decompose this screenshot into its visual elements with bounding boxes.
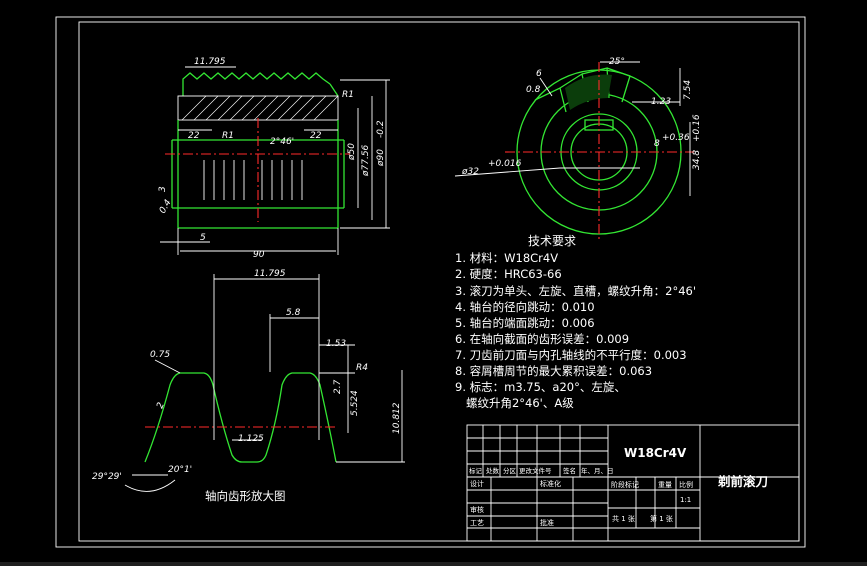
tb-standardize: 标准化 (540, 479, 561, 488)
fv-land-left: 22 (188, 131, 200, 141)
tb-row-date: 年、月、日 (581, 466, 614, 475)
req-item-4: 4. 轴台的径向跳动：0.010 (455, 300, 595, 314)
fv-radius-left: R1 (222, 131, 234, 141)
fv-bore: ø50 (347, 143, 357, 161)
req-item-1: 1. 材料：W18Cr4V (455, 251, 558, 265)
fv-lead-angle: 2°46' (270, 137, 294, 147)
fv-pitch: 11.795 (194, 57, 226, 67)
td-title: 轴向齿形放大图 (205, 489, 286, 503)
tb-review: 审核 (470, 505, 484, 514)
fv-length: 90 (253, 250, 265, 260)
tb-sheet-total: 共 1 张 (612, 514, 635, 523)
td-tip-r: 0.75 (150, 350, 170, 360)
tb-scale-label: 比例 (679, 480, 693, 489)
requirements: 技术要求 1. 材料：W18Cr4V 2. 硬度：HRC63-66 3. 滚刀为… (455, 234, 696, 410)
tooth-detail: 11.795 5.8 0.75 1.53 R4 2.7 5.524 10.812… (92, 269, 405, 503)
ev-bore-tol: +0.016 (488, 159, 522, 169)
title-block: W18Cr4V 剃前滚刀 标记 处数 分区 更改文件号 签名 年、月、日 设计 … (466, 424, 800, 542)
front-view: 11.795 22 R1 2°46' 22 R1 ø50 ø77.56 ø90 … (158, 57, 390, 260)
ev-rake-small: 6 (536, 69, 542, 79)
inner-frame (78, 21, 800, 542)
td-root: 1.125 (238, 434, 264, 444)
req-item-7: 7. 刀齿前刀面与内孔轴线的不平行度：0.003 (455, 348, 687, 362)
tb-approve: 批准 (540, 518, 554, 527)
ev-rake-r: 0.8 (526, 85, 541, 95)
fv-outer-dia: ø90 (376, 149, 386, 167)
fv-hub: 5 (200, 233, 206, 243)
req-item-6: 6. 在轴向截面的齿形误差：0.009 (455, 332, 629, 346)
tb-drawing-name: 剃前滚刀 (717, 474, 768, 489)
tb-material: W18Cr4V (624, 446, 687, 460)
td-flank-mark: 2 (155, 401, 166, 410)
td-addendum-mark: R4 (356, 363, 368, 373)
tb-row-count: 处数 (486, 466, 500, 475)
tb-weight: 重量 (658, 481, 672, 489)
ev-flute-depth: 7.54 (683, 80, 693, 100)
req-title: 技术要求 (528, 234, 576, 248)
tb-stage-mark: 阶段标记 (611, 480, 639, 489)
end-view: 6 0.8 25° 7.54 1.23 8 +0.36 34.8 +0.16 ø… (454, 57, 702, 242)
td-total-height: 10.812 (392, 402, 402, 434)
tb-row-zone: 分区 (503, 466, 517, 475)
tb-design: 设计 (470, 479, 484, 488)
fv-outer-dia-tol: -0.2 (376, 120, 386, 138)
td-tooth-height: 5.524 (350, 390, 360, 416)
tb-process: 工艺 (470, 519, 484, 527)
ev-key-height-tol: +0.16 (692, 114, 702, 142)
ev-keyway: 8 (654, 139, 660, 149)
fv-side-mark: 3 (158, 186, 168, 192)
req-item-10: 螺纹升角2°46'、A级 (455, 396, 574, 410)
fv-root-dia: ø77.56 (361, 144, 371, 177)
ev-chip: 1.23 (651, 97, 671, 107)
ev-angle: 25° (609, 57, 625, 67)
ev-key-height: 34.8 (692, 150, 702, 170)
td-angle-a: 29°29' (92, 472, 122, 482)
ev-bore-dia: ø32 (461, 167, 479, 177)
tb-row-mark: 标记 (469, 466, 483, 475)
td-thickness: 5.8 (286, 308, 301, 318)
req-item-5: 5. 轴台的端面跳动：0.006 (455, 316, 595, 330)
tb-row-sign: 签名 (563, 466, 576, 475)
ev-keyway-tol: +0.36 (662, 133, 690, 143)
td-angle-b: 20°1' (168, 465, 192, 475)
req-item-2: 2. 硬度：HRC63-66 (455, 267, 562, 281)
fv-radius-top: R1 (342, 90, 354, 100)
td-pitch: 11.795 (254, 269, 286, 279)
req-item-8: 8. 容屑槽周节的最大累积误差：0.063 (455, 364, 652, 378)
req-item-3: 3. 滚刀为单头、左旋、直槽，螺纹升角：2°46' (455, 284, 696, 298)
tb-sheet-no: 第 1 张 (650, 514, 673, 523)
td-addendum: 2.7 (333, 379, 343, 394)
tb-row-change: 更改文件号 (519, 466, 552, 475)
fv-land-right: 22 (310, 131, 322, 141)
outer-frame (55, 16, 806, 548)
td-tip-flat: 1.53 (326, 339, 346, 349)
tb-scale: 1:1 (680, 496, 691, 504)
req-item-9: 9. 标志：m3.75、a20°、左旋、 (455, 380, 626, 394)
